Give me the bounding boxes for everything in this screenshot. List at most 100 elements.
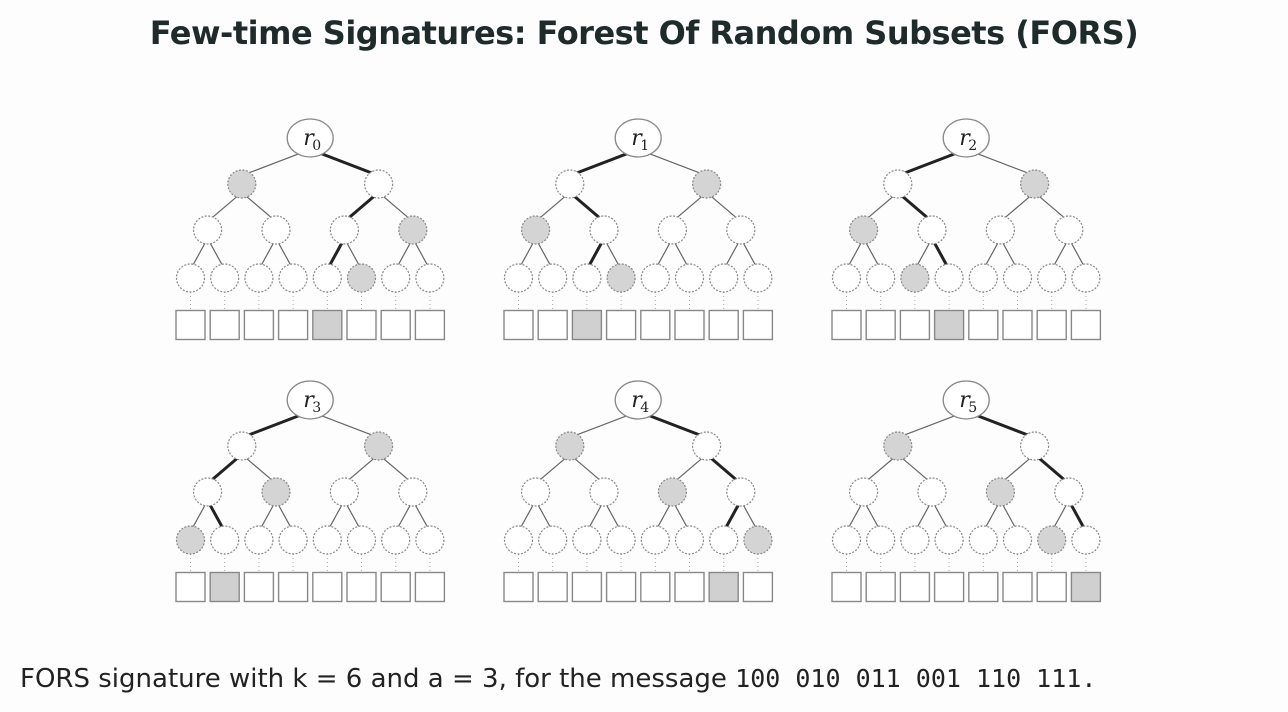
auth-node — [1019, 169, 1050, 199]
tree-node — [244, 263, 274, 293]
selected-leaf-box — [312, 309, 343, 341]
root-node — [286, 118, 334, 158]
fors-tree-2: r2 — [831, 118, 1102, 341]
tree-node — [175, 263, 206, 293]
tree-node — [503, 263, 534, 293]
leaf-box — [674, 309, 705, 341]
tree-node — [364, 169, 394, 199]
root-label: r — [303, 126, 315, 151]
root-node — [614, 380, 662, 420]
caption: FORS signature with k = 6 and a = 3, for… — [20, 664, 1096, 694]
tree-node — [1002, 525, 1033, 555]
root-label: r — [631, 388, 643, 413]
tree-node — [848, 477, 879, 507]
root-label: r — [959, 126, 971, 151]
leaf-box — [243, 571, 275, 603]
tree-node — [415, 263, 445, 293]
leaf-box — [175, 571, 206, 603]
slide-title: Few-time Signatures: Forest Of Random Su… — [149, 14, 1139, 52]
root-label: r — [959, 388, 971, 413]
tree-node — [900, 525, 930, 555]
root-label: r — [631, 126, 643, 151]
leaf-box — [346, 309, 377, 341]
root-node — [614, 118, 662, 158]
leaf-box — [865, 571, 896, 603]
tree-node — [866, 263, 896, 293]
selected-leaf-box — [708, 571, 739, 603]
leaf-box — [708, 309, 739, 341]
leaf-box — [831, 571, 862, 603]
leaf-box — [968, 309, 999, 341]
auth-node — [606, 263, 636, 293]
leaf-box — [674, 571, 705, 603]
fors-tree-4: r4 — [503, 380, 774, 603]
auth-node — [985, 477, 1016, 507]
leaf-box — [640, 309, 671, 341]
tree-node — [538, 525, 568, 555]
root-node — [942, 380, 990, 420]
tree-node — [503, 525, 534, 555]
tree-node — [329, 215, 359, 245]
fors-tree-5: r5 — [831, 380, 1102, 603]
tree-node — [726, 215, 756, 245]
tree-node — [278, 525, 308, 555]
tree-node — [329, 477, 359, 507]
caption-message: 100 010 011 001 110 111. — [735, 664, 1097, 693]
selected-leaf-box — [933, 309, 965, 341]
tree-node — [1002, 263, 1033, 293]
tree-node — [346, 525, 377, 555]
tree-node — [261, 215, 291, 245]
leaf-box — [571, 571, 603, 603]
leaf-box — [175, 309, 206, 341]
leaf-box — [933, 571, 965, 603]
auth-node — [743, 525, 773, 555]
leaf-box — [899, 309, 931, 341]
tree-node — [831, 525, 862, 555]
leaf-box — [831, 309, 862, 341]
leaf-box — [312, 571, 343, 603]
leaf-box — [414, 309, 446, 341]
tree-node — [968, 263, 998, 293]
leaf-box — [1036, 571, 1067, 603]
leaf-box — [742, 571, 774, 603]
leaf-box — [1070, 309, 1102, 341]
leaf-box — [380, 309, 411, 341]
tree-node — [1019, 431, 1050, 461]
tree-node — [934, 263, 964, 293]
caption-text: FORS signature with k = 6 and a = 3, for… — [20, 664, 727, 694]
leaf-box — [346, 571, 377, 603]
leaf-box — [380, 571, 411, 603]
tree-node — [726, 477, 756, 507]
root-subscript: 0 — [312, 138, 321, 154]
tree-node — [381, 263, 411, 293]
tree-node — [193, 215, 223, 245]
leaf-box — [1036, 309, 1067, 341]
tree-node — [415, 525, 445, 555]
fors-tree-3: r3 — [175, 380, 446, 603]
tree-node — [589, 477, 619, 507]
leaf-box — [899, 571, 931, 603]
root-node — [942, 118, 990, 158]
root-label: r — [303, 388, 315, 413]
tree-node — [709, 525, 739, 555]
tree-node — [278, 263, 308, 293]
tree-node — [866, 525, 896, 555]
root-subscript: 1 — [640, 138, 649, 154]
tree-node — [381, 525, 411, 555]
auth-node — [261, 477, 291, 507]
tree-node — [934, 525, 964, 555]
tree-node — [831, 263, 862, 293]
tree-node — [227, 431, 257, 461]
auth-node — [555, 431, 585, 461]
tree-node — [1054, 477, 1084, 507]
root-subscript: 3 — [312, 400, 321, 416]
leaf-box — [605, 309, 637, 341]
tree-node — [538, 263, 568, 293]
root-subscript: 5 — [968, 400, 977, 416]
tree-node — [520, 477, 551, 507]
tree-node — [398, 477, 428, 507]
leaf-box — [209, 309, 240, 341]
tree-node — [312, 525, 342, 555]
leaf-box — [865, 309, 896, 341]
auth-node — [346, 263, 377, 293]
